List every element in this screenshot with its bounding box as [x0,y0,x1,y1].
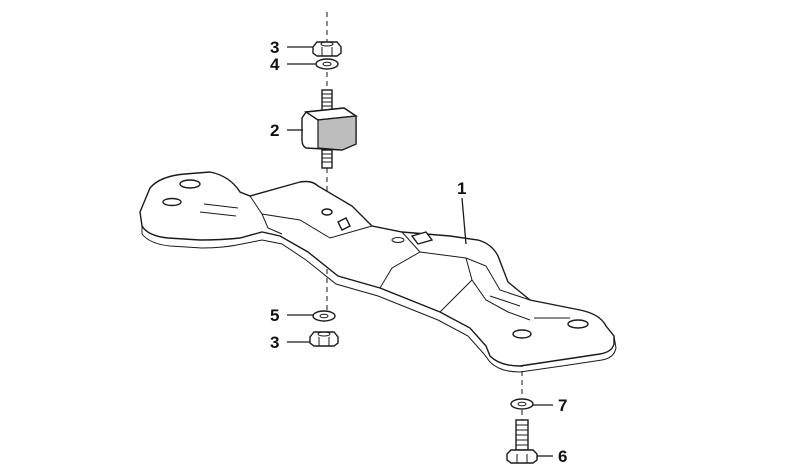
hex-nut-top [312,41,342,57]
hex-nut-bottom [309,331,339,347]
callout-2: 2 [270,121,279,140]
rubber-mount [301,89,359,169]
callout-5: 5 [270,306,279,325]
crossmember-bracket [139,171,617,373]
washer-top [315,58,339,70]
washer-lower [312,310,336,322]
callout-3-bottom: 3 [270,333,279,352]
callout-7: 7 [558,396,567,415]
callout-3-top: 3 [270,38,279,57]
callout-1: 1 [457,179,466,198]
callout-labels: 1 2 3 4 5 3 7 6 [270,38,567,466]
callout-6: 6 [558,447,567,466]
hex-bolt [506,419,538,464]
callout-4: 4 [270,55,280,74]
washer-bolt [510,398,534,410]
leader-lines [287,46,553,457]
